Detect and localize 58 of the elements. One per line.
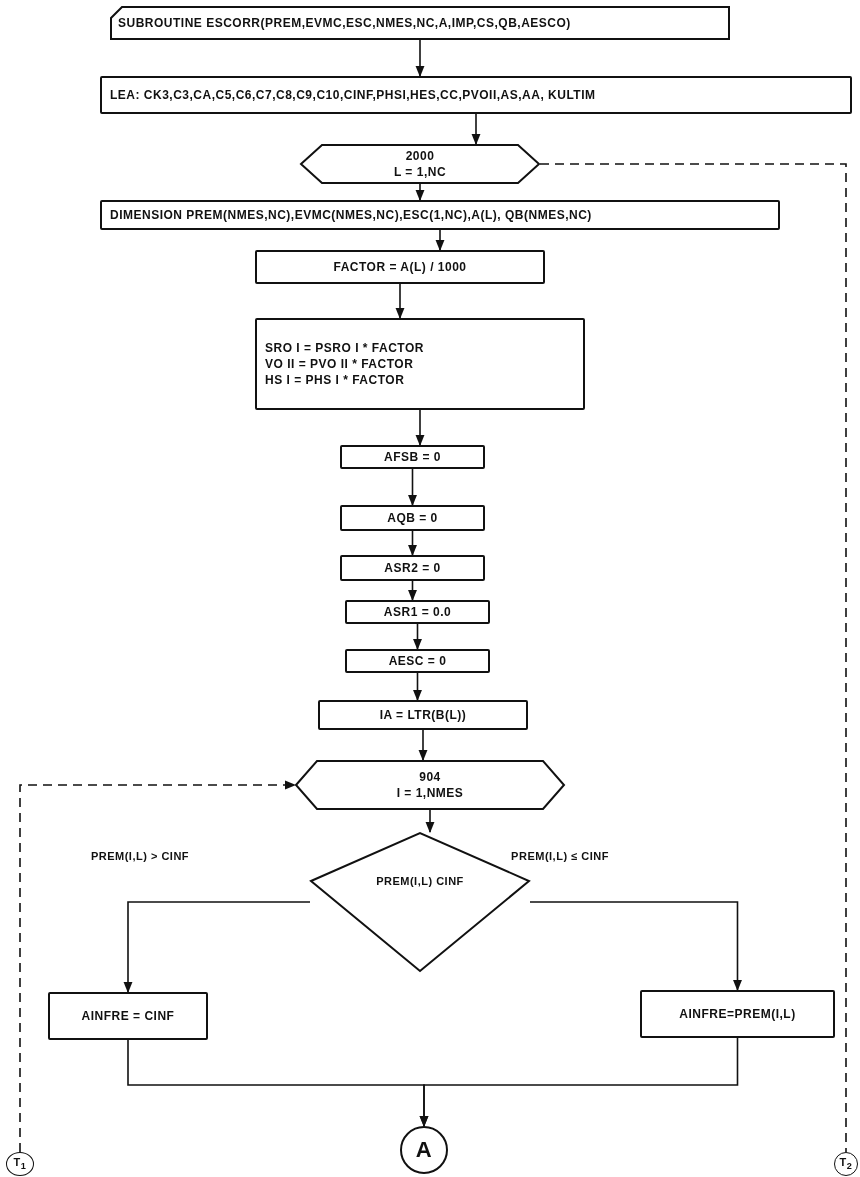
process-box — [100, 200, 780, 230]
process-box — [340, 505, 485, 531]
node-text: 2000 — [405, 147, 435, 164]
node-text: L = 1,NC — [393, 164, 447, 181]
arrow — [408, 530, 417, 557]
process-box — [340, 445, 485, 469]
arrow — [408, 580, 417, 602]
process-box — [345, 600, 490, 624]
arrow — [415, 183, 425, 202]
arrow — [415, 409, 425, 447]
process-box — [318, 700, 528, 730]
connector-circle — [6, 1152, 34, 1176]
arrow — [419, 1037, 739, 1128]
node-text: ASR1 = 0.0 — [383, 603, 452, 621]
process-box — [345, 649, 490, 673]
arrow — [418, 729, 428, 762]
node-text: DIMENSION PREM(NMES,NC),EVMC(NMES,NC),ESC(1,NC),A(L), QB(NMES,NC) — [109, 206, 592, 224]
node-text: IA = LTR(B(L)) — [379, 706, 467, 724]
node-text: AFSB = 0 — [384, 448, 441, 466]
node-text: FACTOR = A(L) / 1000 — [333, 258, 467, 276]
arrow — [413, 623, 422, 651]
node-text: AINFRE = CINF — [81, 1007, 175, 1025]
connector-label: T$_{2}$ — [839, 1155, 853, 1173]
process-box — [100, 76, 852, 114]
node-text: I = 1,NMES — [396, 785, 464, 802]
connector-circle — [400, 1126, 448, 1174]
connector-label: T$_{1}$ — [13, 1155, 27, 1173]
connector-circle — [834, 1152, 858, 1176]
arrow — [471, 113, 481, 146]
node-text: AQB = 0 — [387, 509, 438, 527]
arrow — [425, 809, 435, 834]
edge-label: PREM(I,L) ≤ CINF — [509, 850, 611, 862]
node-text: HS I = PHS I * FACTOR — [264, 372, 405, 389]
arrow — [415, 39, 425, 78]
arrow — [395, 283, 405, 320]
arrow — [413, 672, 422, 702]
node-text: PREM(I,L) CINF — [376, 873, 464, 889]
process-box — [255, 250, 545, 284]
node-text: LEA: CK3,C3,CA,C5,C6,C7,C8,C9,C10,CINF,PHSI,HES,CC,PVOII,AS,AA, KULTIM — [109, 86, 596, 104]
process-box — [640, 990, 835, 1038]
process-box — [48, 992, 208, 1040]
dashed-connector — [539, 163, 847, 1153]
arrow — [529, 901, 742, 992]
node-text: SUBROUTINE ESCORR(PREM,EVMC,ESC,NMES,NC,A,IMP,CS,QB,AESCO) — [117, 14, 571, 32]
dashed-connector — [19, 780, 297, 1153]
connector-label: A — [415, 1136, 433, 1165]
process-box — [255, 318, 585, 410]
node-text: SRO I = PSRO I * FACTOR — [264, 339, 424, 356]
edge-label: PREM(I,L) > CINF — [88, 850, 192, 862]
node-text: 904 — [419, 768, 441, 785]
process-box — [340, 555, 485, 581]
arrow — [123, 901, 311, 994]
node-text: AESC = 0 — [388, 652, 447, 670]
node-text: ASR2 = 0 — [384, 559, 441, 577]
node-text: AINFRE=PREM(I,L) — [679, 1005, 796, 1023]
arrow — [408, 468, 417, 507]
arrow — [435, 229, 445, 252]
node-text: VO II = PVO II * FACTOR — [264, 355, 414, 373]
